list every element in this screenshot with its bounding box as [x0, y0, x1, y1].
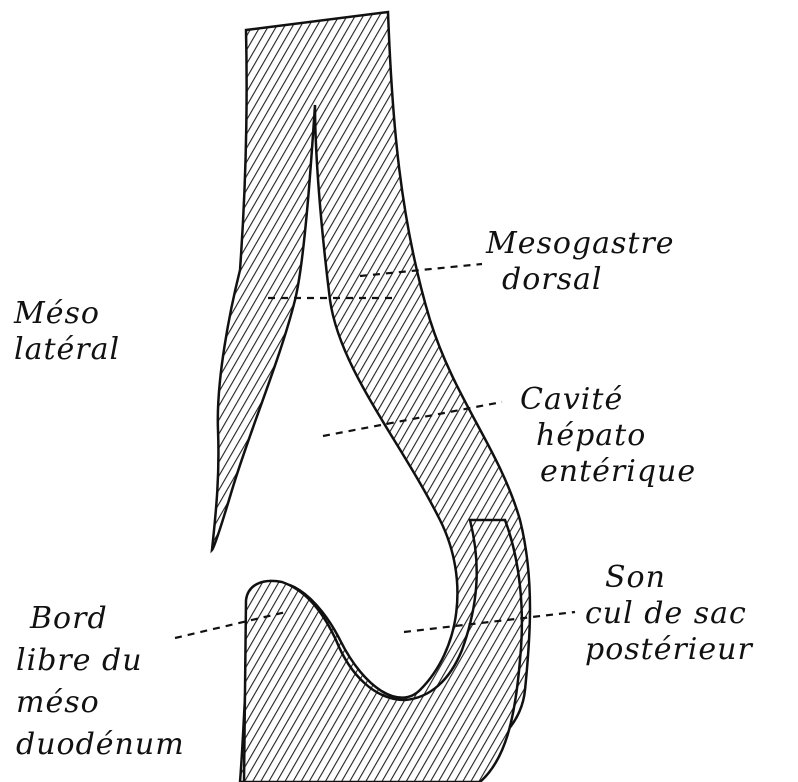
label-cavite: Cavité hépato entérique — [510, 382, 696, 490]
label-cul-de-sac-line3: postérieur — [585, 632, 753, 668]
label-cul-de-sac: Son cul de sac postérieur — [585, 560, 753, 668]
label-bord-libre-line4: duodénum — [16, 724, 185, 766]
label-meso-lateral-line2: latéral — [14, 332, 120, 368]
label-cavite-line2: hépato — [510, 418, 696, 454]
label-cul-de-sac-line1: Son — [585, 560, 753, 596]
label-cavite-line1: Cavité — [510, 382, 696, 418]
label-bord-libre-line3: méso — [16, 682, 185, 724]
label-bord-libre-line1: Bord — [16, 598, 185, 640]
label-meso-lateral-line1: Méso — [14, 296, 120, 332]
label-bord-libre-line2: libre du — [16, 640, 185, 682]
label-mesogastre-dorsal: Mesogastre dorsal — [486, 226, 675, 298]
label-mesogastre-line1: Mesogastre — [486, 226, 675, 262]
label-cavite-line3: entérique — [510, 454, 696, 490]
label-bord-libre: Bord libre du méso duodénum — [16, 598, 185, 766]
label-meso-lateral: Méso latéral — [14, 296, 120, 368]
label-mesogastre-line2: dorsal — [486, 262, 675, 298]
duodenum-tissue — [244, 520, 522, 782]
label-cul-de-sac-line2: cul de sac — [585, 596, 753, 632]
